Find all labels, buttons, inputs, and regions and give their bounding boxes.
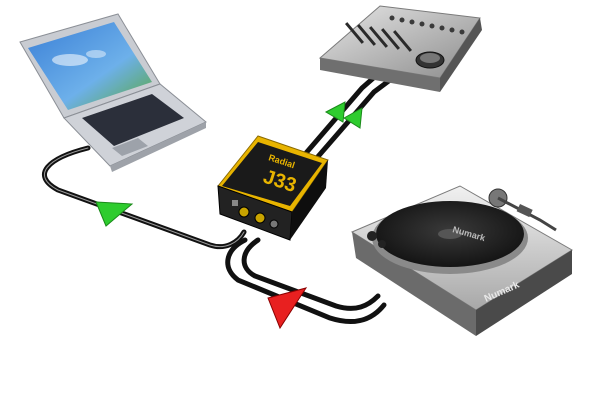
- cable-laptop-to-dibox: [42, 145, 247, 250]
- arrow-turntable-to-dibox: [267, 287, 308, 330]
- signal-arrows: [95, 101, 363, 330]
- arrow-laptop-to-dibox: [95, 201, 134, 227]
- mixer-controller-device: [318, 5, 482, 92]
- laptop-device: [19, 13, 207, 172]
- di-box-device: Radial J33: [217, 135, 329, 241]
- turntable-device: Numark Numark: [350, 185, 573, 336]
- arrow-dibox-to-controller-1: [324, 101, 346, 123]
- arrow-dibox-to-controller-2: [343, 107, 363, 129]
- cable-dibox-to-controller-b: [312, 77, 393, 163]
